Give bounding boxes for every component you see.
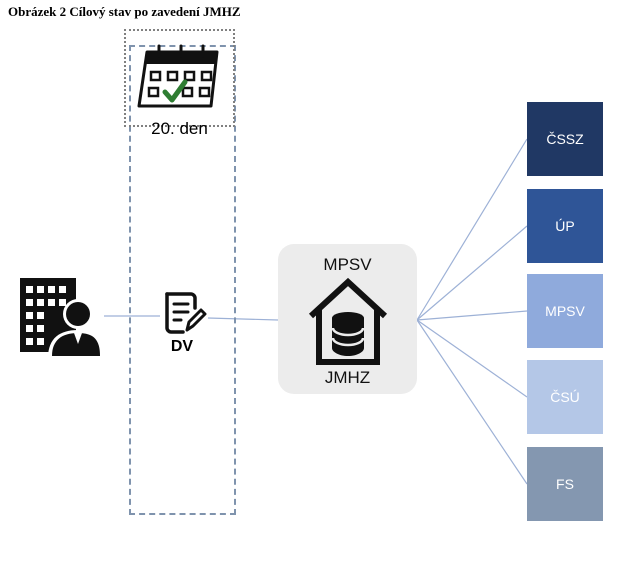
jmhz-label: JMHZ xyxy=(324,368,371,387)
institution-csu: ČSÚ xyxy=(527,360,603,434)
connector-dv-mpsv xyxy=(207,317,279,321)
dv-label: DV xyxy=(170,338,194,355)
institution-up: ÚP xyxy=(527,189,603,263)
document-edit-icon xyxy=(165,292,207,334)
institution-label: ÚP xyxy=(555,218,575,234)
institution-label: ČSÚ xyxy=(550,389,580,405)
connector-mpsv-mpsv xyxy=(416,310,528,321)
calendar-label: 20. den xyxy=(151,119,208,138)
house-database-icon xyxy=(308,277,388,365)
connector-mpsv-cssz xyxy=(416,138,528,321)
institution-mpsv: MPSV xyxy=(527,274,603,348)
calendar-check-icon xyxy=(137,44,219,108)
connector-mpsv-up xyxy=(416,225,528,321)
figure-caption: Obrázek 2 Cílový stav po zavedení JMHZ xyxy=(8,4,241,19)
institution-fs: FS xyxy=(527,447,603,521)
institution-label: FS xyxy=(556,476,574,492)
connector-mpsv-fs xyxy=(416,319,528,485)
institution-label: ČSSZ xyxy=(546,131,584,147)
institution-label: MPSV xyxy=(545,303,585,319)
calendar-frame xyxy=(124,29,235,127)
connector-mpsv-csu xyxy=(416,319,528,398)
mpsv-label: MPSV xyxy=(323,255,372,274)
institution-cssz: ČSSZ xyxy=(527,102,603,176)
employer-building-person-icon xyxy=(20,278,104,358)
